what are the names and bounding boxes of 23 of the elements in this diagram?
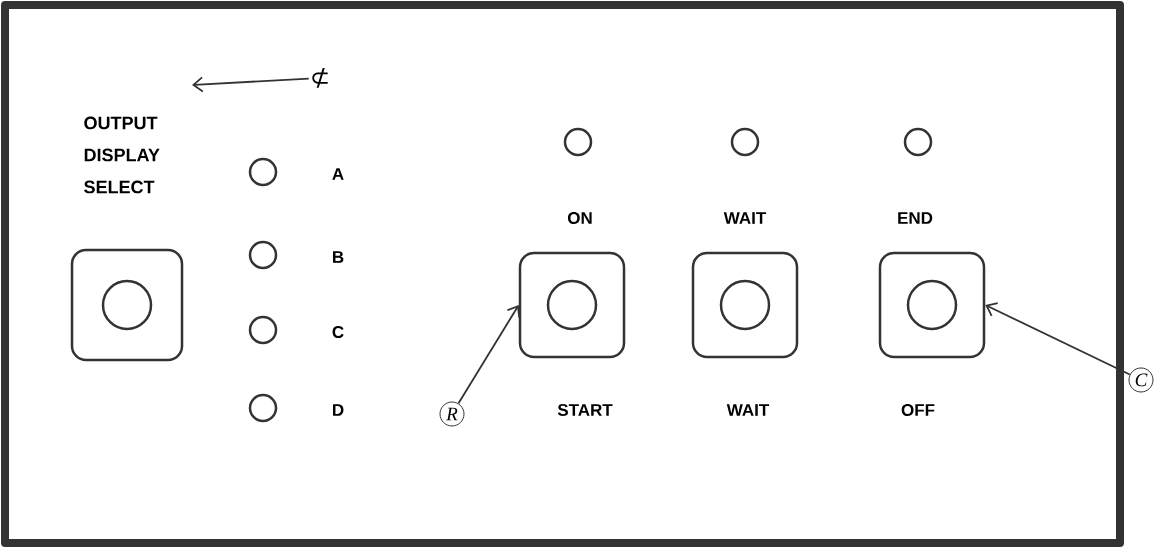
light-label: D [333,404,344,416]
button-label: OUTPUT DISPLAY SELECT [84,116,160,194]
indicator-light [563,127,593,157]
indicator-light [730,127,760,157]
light-label: A [332,168,344,180]
push-button [518,251,626,359]
button-caption: WAIT [723,212,767,224]
indicator-light [903,127,933,157]
arrow [457,305,521,405]
callout-letter: C [1128,367,1154,393]
push-button [691,251,799,359]
push-button [878,251,986,359]
light-label: C [332,325,344,338]
button-caption: ON [567,211,592,224]
button-caption: OFF [901,403,935,416]
button-caption: END [898,212,933,224]
arrow [985,302,1131,376]
light-label: B [333,251,344,263]
arrow [192,76,310,93]
callout-symbol: ⊄ [312,68,328,88]
button-caption: WAIT [726,404,770,416]
button-caption: START [557,403,613,416]
callout-letter: R [439,401,465,427]
